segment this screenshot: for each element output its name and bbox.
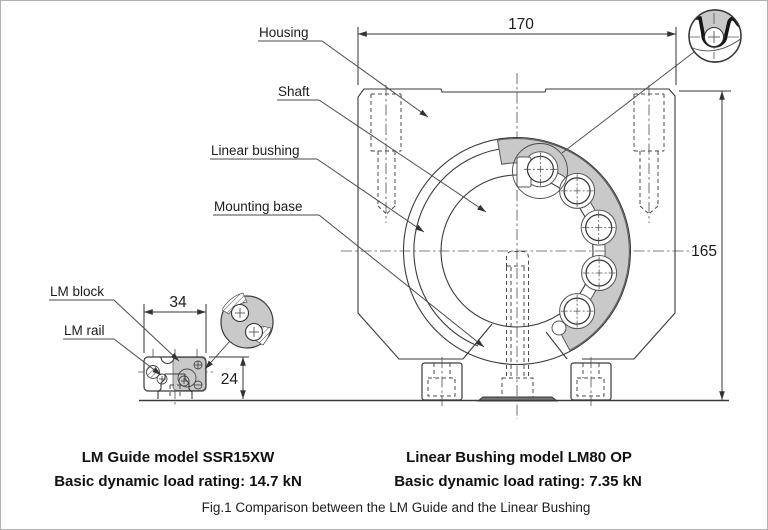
housing-bolt-hole-left [370,85,402,223]
callout-labels: Housing Shaft Linear bushing Mounting ba… [49,25,487,376]
linear-bushing-drawing: 170 165 [341,9,742,419]
lm-guide-drawing: 34 24 [138,292,274,406]
label-housing: Housing [259,25,309,40]
label-shaft: Shaft [278,84,310,99]
mounting-foot-left [421,357,463,406]
lm-rail-profile [157,373,193,399]
mounting-foot-right [570,357,612,406]
dimension-guide-width: 34 [143,294,207,353]
caption-linear-bushing-title: Linear Bushing model LM80 OP [406,449,632,466]
lm-detail-circle [204,292,274,370]
dimension-bushing-height: 165 [679,90,731,400]
dim-24-value: 24 [221,371,239,388]
housing-outline [357,88,676,360]
dimension-guide-height: 24 [209,356,249,399]
captions: LM Guide model SSR15XW Basic dynamic loa… [54,449,642,515]
dimension-bushing-width: 170 [357,16,677,85]
center-bolt [501,251,534,398]
housing-bore-circle [402,136,632,366]
label-mounting-base: Mounting base [214,199,303,214]
detail-shaft-surface [689,37,741,52]
block-ball-track [177,368,197,388]
label-lm-rail: LM rail [64,323,105,338]
caption-linear-bushing-rating: Basic dynamic load rating: 7.35 kN [394,473,642,490]
housing-bolt-hole-right [633,85,665,223]
dim-170-value: 170 [508,16,534,33]
detail-view-circle [688,9,742,63]
slit-edge-right [545,331,568,360]
label-linear-bushing: Linear bushing [211,143,300,158]
label-lm-block: LM block [50,284,104,299]
caption-lm-guide-title: LM Guide model SSR15XW [82,449,275,466]
dim-34-value: 34 [169,294,187,311]
bushing-shell-arc [413,147,509,347]
detail-connector-line [561,51,695,154]
dim-165-value: 165 [691,243,717,260]
figure-caption: Fig.1 Comparison between the LM Guide an… [202,500,591,515]
caption-lm-guide-rating: Basic dynamic load rating: 14.7 kN [54,473,302,490]
detail-source-circle [512,143,568,199]
